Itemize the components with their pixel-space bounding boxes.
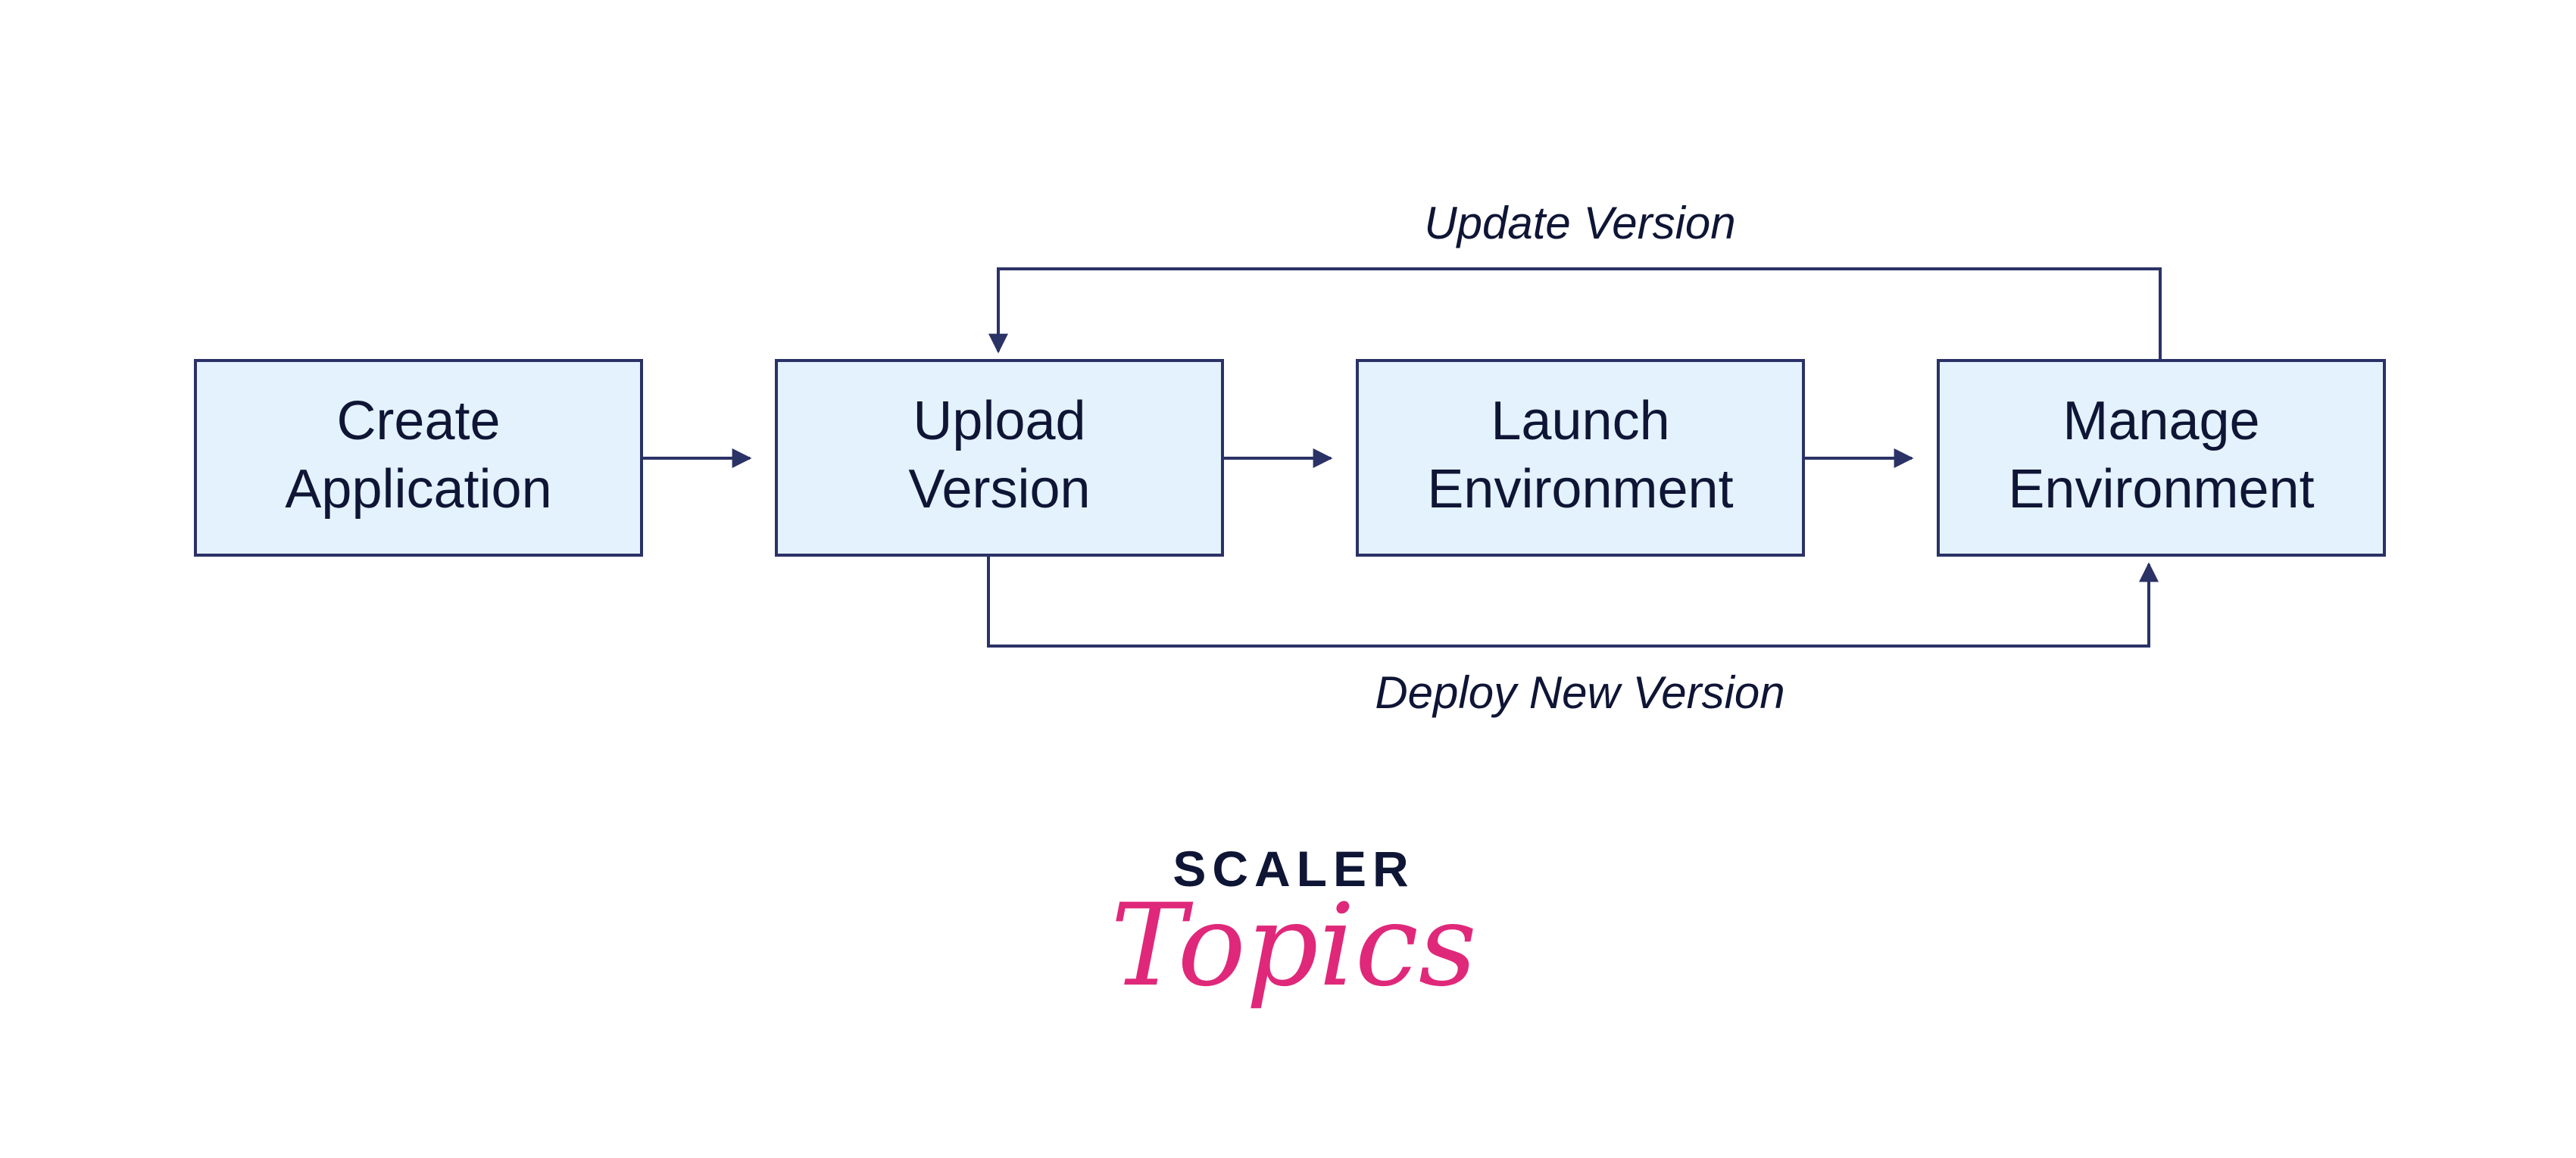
node-label-line1: Manage [2062,391,2259,451]
arrow-deploy-new-version [987,555,2159,648]
node-manage-environment: Manage Environment [1937,359,2386,557]
edge-label-deploy-new-version: Deploy New Version [1375,667,1784,718]
node-label-line2: Environment [1427,459,1733,520]
scaler-topics-logo: SCALER Topics [1110,841,1477,1012]
box-upload-version [775,359,1224,557]
box-create-application [194,359,643,557]
node-label-line2: Environment [2008,459,2314,520]
logo-topics-text: Topics [1110,880,1477,1012]
node-upload-version: Upload Version [775,359,1224,557]
logo-scaler-text: SCALER [1172,841,1414,897]
box-launch-environment [1356,359,1805,557]
box-manage-environment [1937,359,2386,557]
node-label-line2: Application [285,459,551,520]
connectors [642,267,2162,648]
node-label-line1: Launch [1491,391,1669,451]
node-label-line2: Version [908,459,1090,520]
node-create-application: Create Application [194,359,643,557]
node-launch-environment: Launch Environment [1356,359,1805,557]
arrow-update-version [988,267,2162,361]
node-label-line1: Upload [913,391,1085,451]
edge-label-update-version: Update Version [1424,198,1735,248]
node-label-line1: Create [336,391,500,451]
